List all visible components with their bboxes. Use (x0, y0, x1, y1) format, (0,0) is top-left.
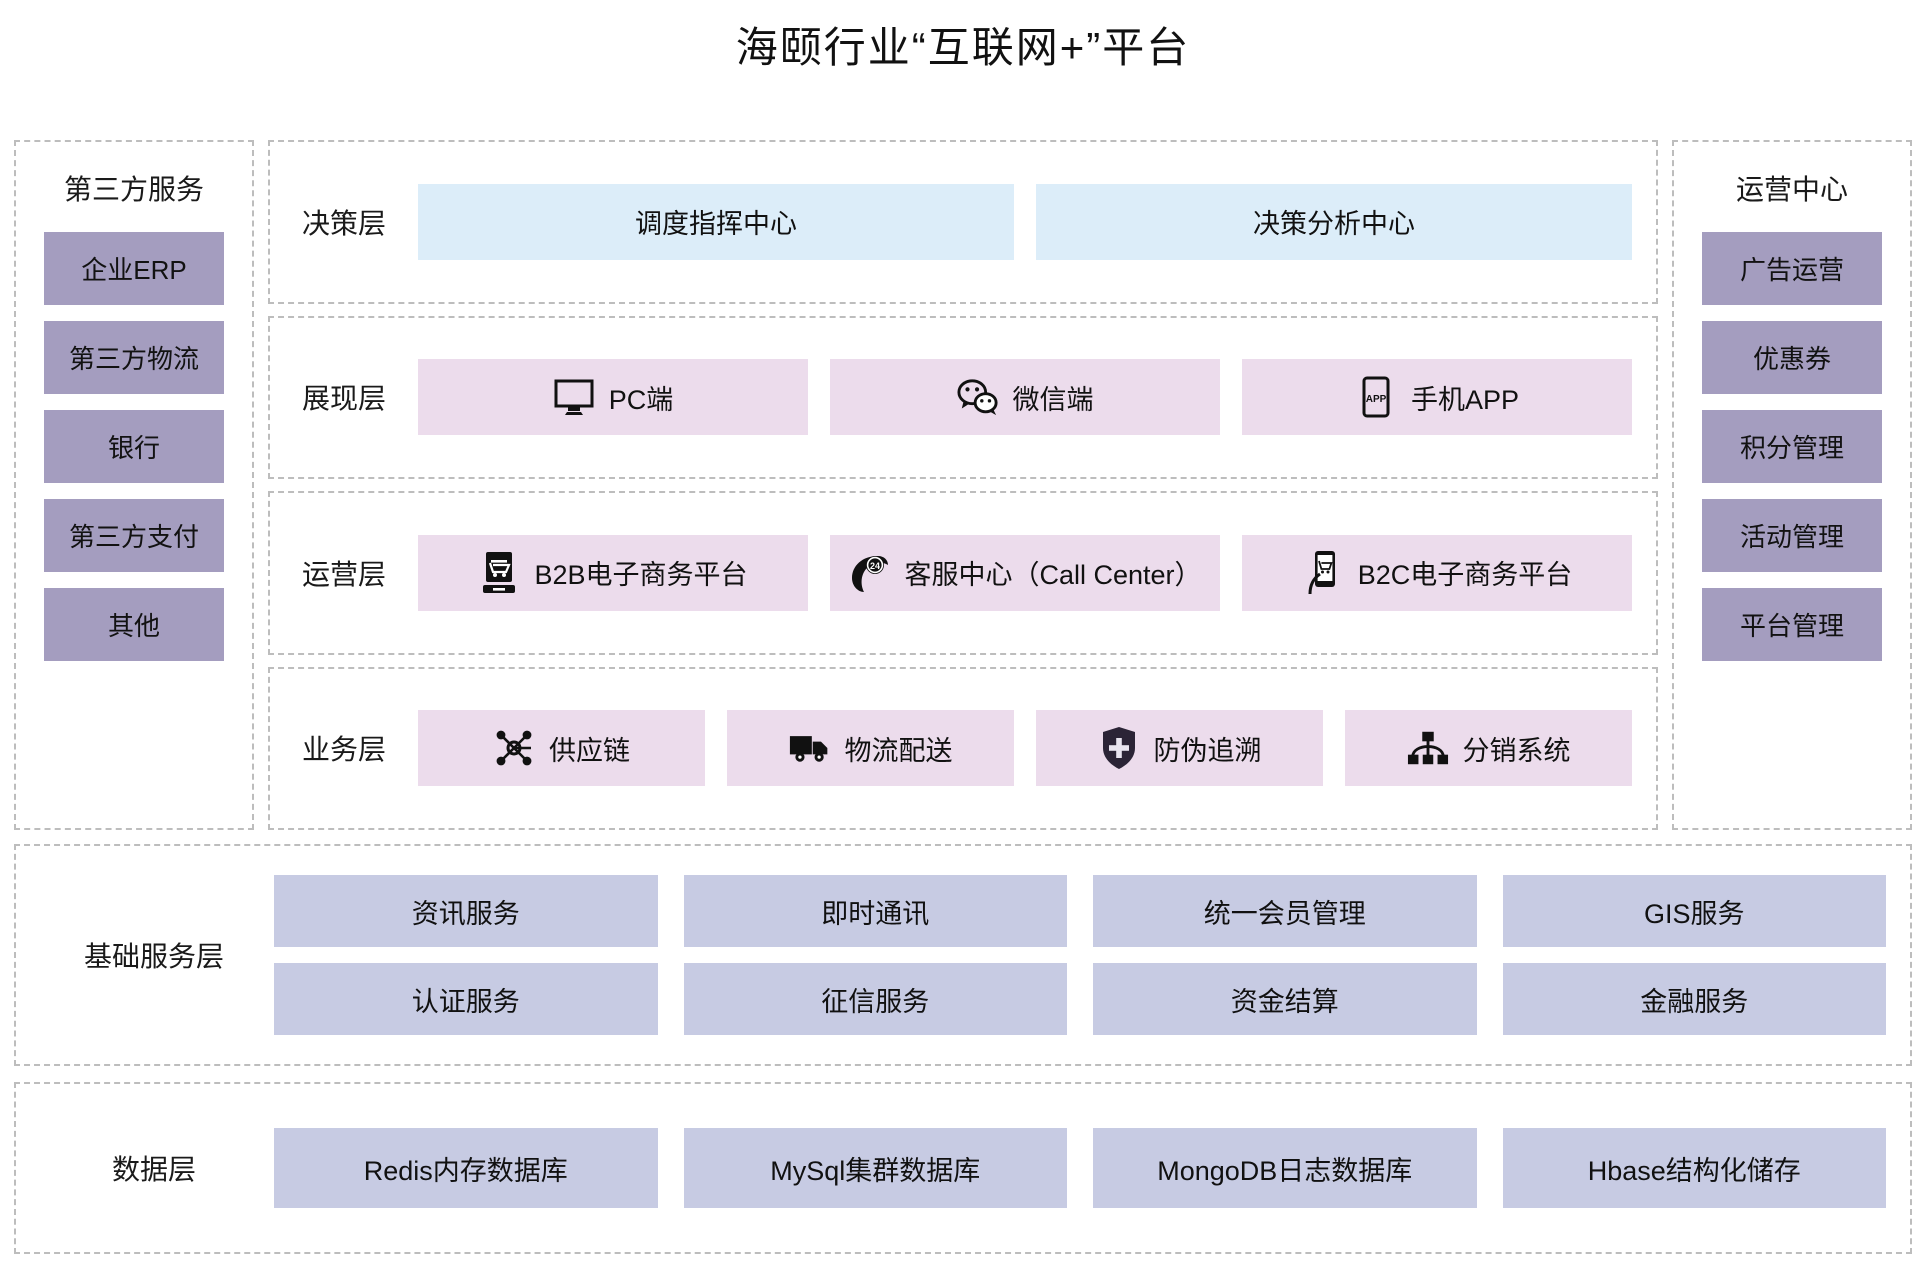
sidebar-item-ad-operation[interactable]: 广告运营 (1702, 232, 1882, 305)
datastore-redis[interactable]: Redis内存数据库 (274, 1128, 658, 1208)
cell-label: 客服中心（Call Center） (904, 560, 1202, 591)
service-credit[interactable]: 征信服务 (683, 963, 1067, 1035)
svg-text:APP: APP (1366, 394, 1387, 405)
operation-layer-row: 运营层 (268, 491, 1658, 655)
left-panel-title: 第三方服务 (63, 174, 204, 205)
sidebar-item-bank[interactable]: 银行 (44, 410, 224, 483)
sidebar-item-campaign[interactable]: 活动管理 (1702, 499, 1882, 572)
cell-distribution-system[interactable]: 分销系统 (1345, 710, 1632, 787)
operation-center-panel: 运营中心 广告运营 优惠券 积分管理 活动管理 平台管理 (1672, 140, 1912, 830)
cell-label: B2C电子商务平台 (1357, 560, 1573, 591)
datastore-hbase[interactable]: Hbase结构化储存 (1502, 1128, 1886, 1208)
layer-stack: 决策层 调度指挥中心 决策分析中心 展现层 (268, 140, 1658, 830)
mobile-cart-icon (1302, 550, 1344, 594)
service-finance[interactable]: 金融服务 (1502, 963, 1886, 1035)
cell-label: 物流配送 (844, 735, 953, 766)
service-authentication[interactable]: 认证服务 (274, 963, 658, 1035)
cell-label: 手机APP (1410, 384, 1520, 415)
service-gis[interactable]: GIS服务 (1502, 875, 1886, 947)
sidebar-item-other[interactable]: 其他 (44, 588, 224, 661)
operation-layer-items: B2B电子商务平台 24 客服中心（Call Center） (418, 534, 1632, 611)
sidebar-item-logistics[interactable]: 第三方物流 (44, 321, 224, 394)
cell-label: 供应链 (549, 735, 630, 766)
cell-label: PC端 (608, 384, 674, 415)
operation-layer-label: 运营层 (301, 558, 386, 590)
right-panel-title: 运营中心 (1735, 174, 1848, 205)
datastore-mongodb[interactable]: MongoDB日志数据库 (1093, 1128, 1477, 1208)
desktop-cart-icon (478, 551, 520, 594)
cell-label: B2B电子商务平台 (534, 560, 748, 591)
sidebar-item-coupon[interactable]: 优惠券 (1702, 321, 1882, 394)
page-title: 海颐行业“互联网+”平台 (735, 24, 1191, 71)
truck-icon (789, 727, 831, 769)
service-instant-messaging[interactable]: 即时通讯 (683, 875, 1067, 947)
base-service-layer-label: 基础服务层 (83, 941, 224, 972)
business-layer-row: 业务层 (268, 666, 1658, 830)
cell-b2c-platform[interactable]: B2C电子商务平台 (1242, 534, 1632, 611)
svg-text:24: 24 (870, 561, 880, 571)
shield-plus-icon (1098, 727, 1140, 770)
presentation-layer-label: 展现层 (301, 383, 386, 415)
phone-24-icon: 24 (848, 552, 890, 594)
cell-label: 防伪追溯 (1153, 735, 1262, 766)
business-layer-items: 供应链 物流配送 (418, 710, 1632, 787)
cell-decision-analysis-center[interactable]: 决策分析中心 (1036, 183, 1632, 260)
network-nodes-icon (493, 727, 535, 769)
cell-anti-counterfeit-trace[interactable]: 防伪追溯 (1036, 710, 1323, 787)
decision-layer-row: 决策层 调度指挥中心 决策分析中心 (268, 140, 1658, 304)
base-service-row-2: 认证服务 征信服务 资金结算 金融服务 (274, 963, 1886, 1035)
sidebar-item-platform-admin[interactable]: 平台管理 (1702, 588, 1882, 661)
cell-mobile-app[interactable]: APP 手机APP (1242, 359, 1632, 436)
cell-b2b-platform[interactable]: B2B电子商务平台 (418, 534, 808, 611)
third-party-services-panel: 第三方服务 企业ERP 第三方物流 银行 第三方支付 其他 (14, 140, 254, 830)
base-service-grid: 资讯服务 即时通讯 统一会员管理 GIS服务 认证服务 征信服务 资金结算 金融… (274, 875, 1886, 1035)
sidebar-item-points[interactable]: 积分管理 (1702, 410, 1882, 483)
service-news[interactable]: 资讯服务 (274, 875, 658, 947)
cell-label: 决策分析中心 (1253, 209, 1415, 240)
cell-label: 微信端 (1012, 384, 1094, 415)
service-unified-member[interactable]: 统一会员管理 (1093, 875, 1477, 947)
monitor-icon (553, 376, 595, 418)
presentation-layer-items: PC端 (418, 359, 1632, 436)
cell-pc-client[interactable]: PC端 (418, 359, 808, 436)
base-service-row-1: 资讯服务 即时通讯 统一会员管理 GIS服务 (274, 875, 1886, 947)
cell-supply-chain[interactable]: 供应链 (418, 710, 705, 787)
business-layer-label: 业务层 (301, 734, 386, 766)
decision-layer-label: 决策层 (301, 207, 386, 239)
cell-logistics-delivery[interactable]: 物流配送 (727, 710, 1014, 787)
base-service-layer: 基础服务层 资讯服务 即时通讯 统一会员管理 GIS服务 认证服务 征信服务 资… (14, 844, 1912, 1066)
service-fund-settlement[interactable]: 资金结算 (1093, 963, 1477, 1035)
mobile-app-icon: APP (1355, 376, 1397, 418)
sidebar-item-payment[interactable]: 第三方支付 (44, 499, 224, 572)
sidebar-item-erp[interactable]: 企业ERP (44, 232, 224, 305)
decision-layer-items: 调度指挥中心 决策分析中心 (418, 183, 1632, 260)
data-layer-row: Redis内存数据库 MySql集群数据库 MongoDB日志数据库 Hbase… (274, 1128, 1886, 1208)
data-layer-label: 数据层 (111, 1154, 196, 1185)
cell-call-center[interactable]: 24 客服中心（Call Center） (830, 534, 1220, 611)
cell-label: 分销系统 (1462, 735, 1571, 766)
cell-label: 调度指挥中心 (635, 209, 797, 240)
presentation-layer-row: 展现层 PC端 (268, 315, 1658, 479)
main-band: 第三方服务 企业ERP 第三方物流 银行 第三方支付 其他 决策层 调度指挥中心… (14, 140, 1912, 830)
datastore-mysql[interactable]: MySql集群数据库 (683, 1128, 1067, 1208)
cell-wechat-client[interactable]: 微信端 (830, 359, 1220, 436)
wechat-icon (956, 376, 999, 418)
hierarchy-icon (1407, 727, 1449, 769)
data-layer: 数据层 Redis内存数据库 MySql集群数据库 MongoDB日志数据库 H… (14, 1082, 1912, 1254)
cell-dispatch-command-center[interactable]: 调度指挥中心 (418, 183, 1014, 260)
